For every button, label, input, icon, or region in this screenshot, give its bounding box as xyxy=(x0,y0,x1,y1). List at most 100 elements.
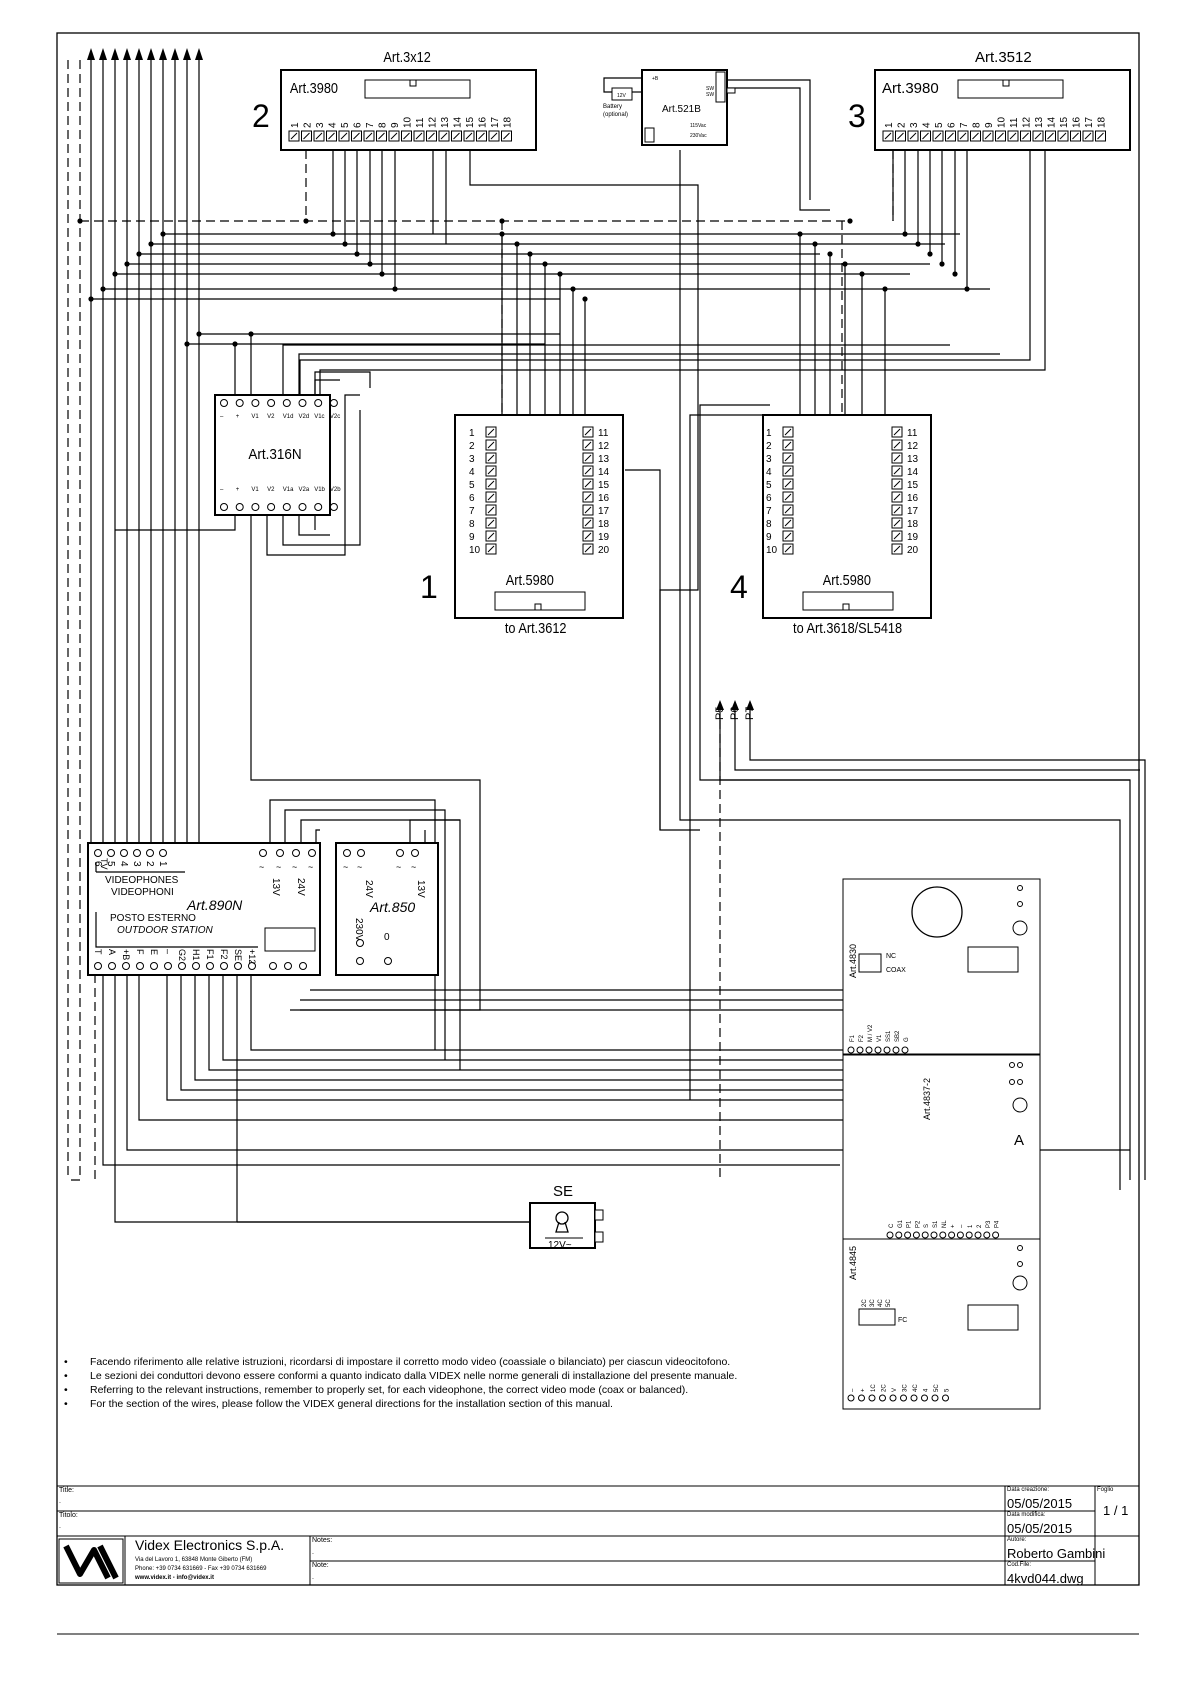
screw-terminal xyxy=(220,503,228,511)
terminal-label: 7 xyxy=(469,506,475,517)
data-creazione-label: Data creazione: xyxy=(1007,1487,1050,1493)
screw-terminal xyxy=(314,503,323,511)
terminal-label: 4 xyxy=(118,861,129,867)
art4830-nc: NC xyxy=(886,953,896,960)
art5980-right-title: Art.5980 xyxy=(823,571,871,588)
screw-terminal xyxy=(992,1231,1000,1239)
screw-terminal xyxy=(879,1394,886,1402)
screw-terminal xyxy=(251,399,260,407)
art890n-24v: 24V xyxy=(295,878,306,896)
sw2-label: SW xyxy=(706,92,714,98)
art4830-title: Art.4830 xyxy=(848,944,858,978)
art850-mains-terminal xyxy=(356,939,364,947)
screw-terminal xyxy=(782,439,794,451)
screw-terminal xyxy=(891,517,903,529)
riser-arrow xyxy=(171,48,179,60)
wire-junction xyxy=(882,286,888,292)
art5980-left-notch xyxy=(534,603,542,611)
terminal-label: F xyxy=(135,949,145,955)
terminal-label: 12 xyxy=(907,441,919,452)
wire-junction xyxy=(112,271,118,277)
screw-terminal xyxy=(904,1231,912,1239)
led-4 xyxy=(1009,1079,1015,1085)
display-notch-right xyxy=(1002,79,1010,87)
autore-label: Autore: xyxy=(1007,1537,1027,1543)
terminal-label: 19 xyxy=(907,532,919,543)
screw-terminal xyxy=(582,530,594,542)
screw-terminal xyxy=(235,399,244,407)
screw-terminal xyxy=(874,1046,882,1054)
riser-arrow xyxy=(99,48,107,60)
art3x12-label: Art.3x12 xyxy=(383,48,431,65)
riser-arrows xyxy=(87,48,203,60)
ac-symbol: ~ xyxy=(411,862,416,872)
terminal-label: 17 xyxy=(1084,116,1095,128)
terminal-label: 17 xyxy=(598,506,610,517)
art4837-a: A xyxy=(1014,1132,1024,1149)
terminal-label: 16 xyxy=(1072,116,1083,128)
screw-terminal xyxy=(426,130,437,142)
screw-terminal xyxy=(891,543,903,555)
terminal-label: V2 xyxy=(267,414,275,420)
terminal-label: 2 xyxy=(469,441,475,452)
led-6 xyxy=(1017,1079,1023,1085)
terminal-label: 9 xyxy=(469,532,475,543)
screw-terminal xyxy=(485,504,497,516)
battery-caption: Battery xyxy=(603,104,622,110)
riser-arrow xyxy=(159,48,167,60)
battery-label: 12V xyxy=(617,93,627,99)
titolo-label: Titolo: xyxy=(59,1512,78,1519)
riser-arrow xyxy=(147,48,155,60)
led-3 xyxy=(1009,1062,1015,1068)
screw-terminal xyxy=(192,962,200,970)
screw-terminal xyxy=(895,130,906,142)
titolo-value: . xyxy=(59,1523,61,1530)
battery-optional: (optional) xyxy=(603,112,628,118)
art4845-fc: FC xyxy=(898,1317,907,1324)
terminal-label: +B xyxy=(121,949,131,960)
wire-junction xyxy=(232,341,238,347)
wire-junction xyxy=(342,241,348,247)
screw-terminal xyxy=(485,439,497,451)
screw-terminal xyxy=(956,1231,964,1239)
wire-junction xyxy=(902,231,908,237)
wire-junction xyxy=(196,331,202,337)
wire-junction xyxy=(148,241,154,247)
screw-terminal xyxy=(889,1394,897,1402)
art850-box xyxy=(335,842,439,976)
wire-junction xyxy=(847,218,853,224)
terminal-label: 13 xyxy=(907,454,919,465)
terminal-label: 18 xyxy=(1097,116,1108,128)
speaker-grille xyxy=(911,886,963,938)
terminal-label: 15 xyxy=(465,116,476,128)
sheet-border xyxy=(56,32,1140,1586)
terminal-label: P4 xyxy=(995,1220,1001,1228)
trimmer-4830 xyxy=(1012,920,1028,936)
screw-terminal xyxy=(298,503,307,511)
art521b-switch xyxy=(726,87,736,94)
terminal-label: G2 xyxy=(177,949,187,961)
jumper-terminal xyxy=(299,962,307,970)
terminal-label: 4 xyxy=(469,467,475,478)
screw-terminal xyxy=(582,491,594,503)
art3512-label: Art.3512 xyxy=(975,49,1032,66)
screw-terminal xyxy=(970,130,981,142)
se-lock-box xyxy=(529,1202,596,1249)
se-tab-1 xyxy=(594,1209,604,1221)
art4845-chip xyxy=(967,1304,1019,1331)
terminal-label: NL xyxy=(942,1220,948,1228)
screw-terminal xyxy=(314,399,323,407)
wire-junction xyxy=(136,251,142,257)
ac-symbol: ~ xyxy=(308,862,313,872)
cod-file: 4kvd044.dwg xyxy=(1007,1571,1084,1586)
wire-junction xyxy=(582,296,588,302)
terminal-label: 5 xyxy=(766,480,772,491)
terminal-label: F1 xyxy=(205,949,215,960)
